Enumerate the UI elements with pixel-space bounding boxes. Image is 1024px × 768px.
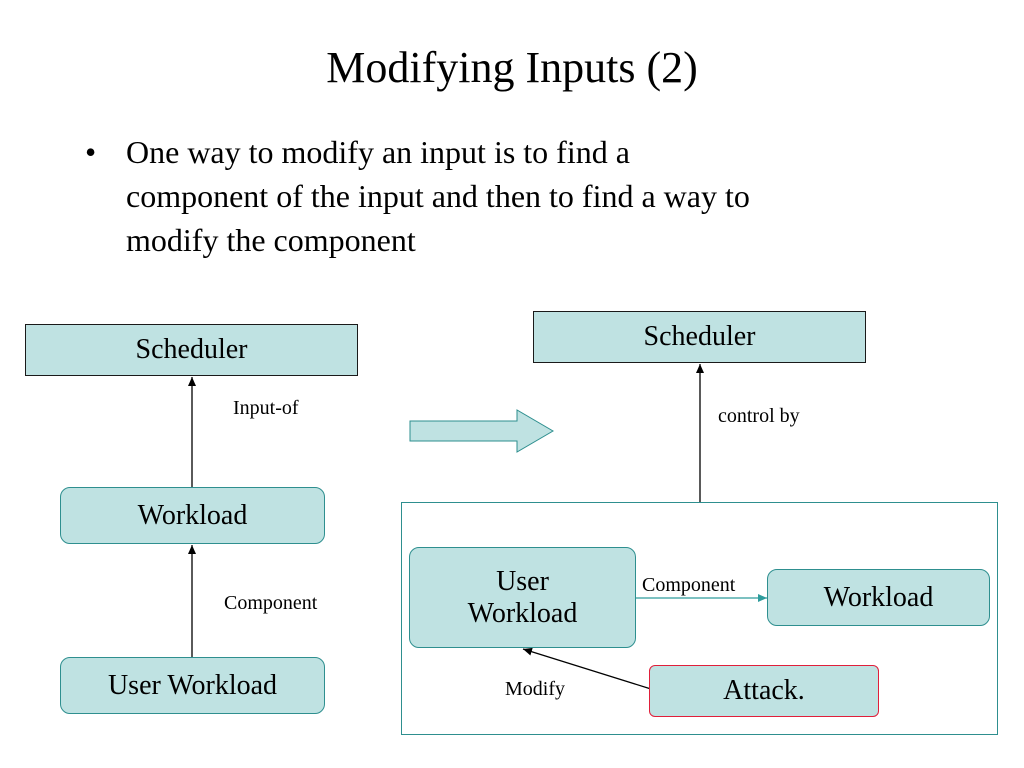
workload-box-right: Workload	[767, 569, 990, 626]
control-by-label: control by	[718, 405, 800, 427]
attack-box: Attack.	[649, 665, 879, 717]
modify-arrow	[522, 647, 652, 690]
user-workload-line: User	[496, 565, 549, 597]
attack-scenario-frame	[401, 502, 998, 735]
scheduler-box-right: Scheduler	[533, 311, 866, 363]
workload-box-left: Workload	[60, 487, 325, 544]
bullet-line: component of the input and then to find …	[126, 178, 750, 214]
component-label-right: Component	[642, 574, 736, 596]
user-workload-box-left: User Workload	[60, 657, 325, 714]
modify-label: Modify	[505, 678, 565, 700]
input-of-label: Input-of	[233, 397, 299, 419]
bullet-line: One way to modify an input is to find a	[126, 134, 630, 170]
scheduler-box-left: Scheduler	[25, 324, 358, 376]
bullet-marker: •	[85, 134, 97, 170]
component-label-left: Component	[224, 592, 318, 614]
user-workload-box-right: User Workload	[409, 547, 636, 648]
user-workload-line: Workload	[467, 597, 578, 629]
bullet-text: One way to modify an input is to find a …	[126, 130, 926, 262]
slide-title: Modifying Inputs (2)	[326, 43, 698, 92]
bullet-line: modify the component	[126, 222, 416, 258]
transition-arrow-icon	[409, 409, 554, 453]
